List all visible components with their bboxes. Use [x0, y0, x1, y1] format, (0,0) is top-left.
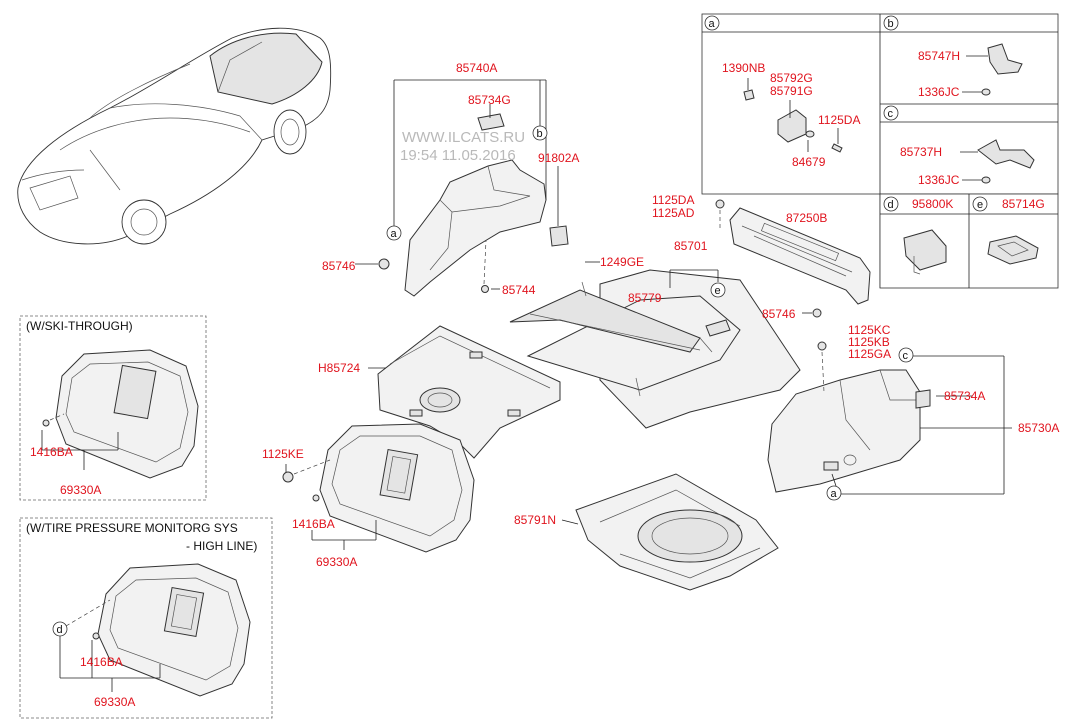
part-number-91802A[interactable]: 91802A	[538, 151, 579, 165]
part-number-1416BA-mid[interactable]: 1416BA	[292, 517, 335, 531]
part-number-85746-left[interactable]: 85746	[322, 259, 356, 273]
part-number-85734G[interactable]: 85734G	[468, 93, 511, 107]
inset-e-ref: e	[977, 199, 983, 211]
inset-e-ref-circle	[972, 196, 988, 212]
part-number-85734A[interactable]: 85734A	[944, 389, 985, 403]
part-number-85779[interactable]: 85779	[628, 291, 662, 305]
callout-c-right-circle	[898, 347, 914, 363]
trunk-side-trim-right	[767, 341, 1012, 495]
inset-c-85737H[interactable]: 85737H	[900, 145, 942, 159]
inset-a-ref-circle	[704, 15, 720, 31]
callout-b-left-circle	[532, 125, 548, 141]
part-number-85701[interactable]: 85701	[674, 239, 708, 253]
inset-a-parts	[743, 78, 843, 153]
inset-b-ref: b	[888, 18, 894, 30]
part-number-87250B[interactable]: 87250B	[786, 211, 827, 225]
inset-a-85791G[interactable]: 85791G	[770, 84, 813, 98]
seatback-cover-tpms	[59, 563, 251, 697]
inset-c-ref-circle	[883, 105, 899, 121]
inset-d-ref-circle	[883, 196, 899, 212]
inset-b-ref-circle	[883, 15, 899, 31]
callout-d-tpms-circle	[52, 621, 68, 637]
inset-b-1336JC[interactable]: 1336JC	[918, 85, 960, 99]
callout-e-tray-circle	[710, 282, 726, 298]
inset-c-ref: c	[888, 108, 894, 120]
part-number-69330A-tpms[interactable]: 69330A	[94, 695, 135, 709]
part-number-85744[interactable]: 85744	[502, 283, 536, 297]
seatback-cover-ski	[41, 349, 199, 479]
part-number-H85724[interactable]: H85724	[318, 361, 360, 375]
inset-b-85747H[interactable]: 85747H	[918, 49, 960, 63]
part-number-85740A[interactable]: 85740A	[456, 61, 497, 75]
part-number-1125KB[interactable]: 1125KB	[848, 335, 890, 349]
part-number-1125KE[interactable]: 1125KE	[262, 447, 304, 461]
inset-e-85714G[interactable]: 85714G	[1002, 197, 1045, 211]
inset-a-85792G[interactable]: 85792G	[770, 71, 813, 85]
part-number-1125KC[interactable]: 1125KC	[848, 323, 891, 337]
seatback-cover-mid	[282, 423, 475, 553]
inset-a-1390NB[interactable]: 1390NB	[722, 61, 765, 75]
part-number-69330A-ski[interactable]: 69330A	[60, 483, 101, 497]
inset-c-1336JC[interactable]: 1336JC	[918, 173, 960, 187]
inset-d-95800K[interactable]: 95800K	[912, 197, 953, 211]
variant-title-tpms-line-1: (W/TIRE PRESSURE MONITORG SYS	[26, 521, 238, 535]
variant-title-tpms-line-2: - HIGH LINE)	[186, 539, 257, 553]
leaders-left-trim	[355, 79, 600, 290]
part-number-1125GA[interactable]: 1125GA	[848, 347, 891, 361]
part-number-1249GE[interactable]: 1249GE	[600, 255, 644, 269]
part-number-1125DA[interactable]: 1125DA	[652, 193, 694, 207]
variant-title-ski-through: (W/SKI-THROUGH)	[26, 319, 133, 333]
part-number-85746-right[interactable]: 85746	[762, 307, 796, 321]
part-number-85791N[interactable]: 85791N	[514, 513, 556, 527]
part-number-1416BA-ski[interactable]: 1416BA	[30, 445, 73, 459]
trunk-rear-panel	[715, 199, 871, 318]
trunk-side-trim-left	[378, 113, 569, 297]
part-number-1416BA-tpms[interactable]: 1416BA	[80, 655, 123, 669]
inset-a-84679[interactable]: 84679	[792, 155, 826, 169]
callout-c-right: c	[903, 350, 909, 362]
part-number-1125AD[interactable]: 1125AD	[652, 206, 695, 220]
callout-a-right: a	[831, 488, 838, 500]
callout-e-tray: e	[715, 285, 721, 297]
trunk-floor-board	[509, 269, 801, 429]
callout-d-tpms: d	[57, 624, 63, 636]
inset-b-parts	[962, 43, 1023, 96]
inset-e-parts	[987, 235, 1039, 265]
ski-through-variant-box	[19, 315, 207, 501]
inset-a-ref: a	[709, 18, 716, 30]
spare-tire-tray	[561, 473, 779, 591]
inset-a-1125DA[interactable]: 1125DA	[818, 113, 860, 127]
package-tray	[368, 325, 561, 459]
callout-a-left-circle	[386, 225, 402, 241]
inset-d-ref: d	[888, 199, 894, 211]
part-number-85730A[interactable]: 85730A	[1018, 421, 1059, 435]
callout-b-left: b	[537, 128, 543, 140]
car-illustration	[17, 27, 332, 245]
inset-grid	[701, 13, 1059, 289]
watermark-line-2: 19:54 11.05.2016	[400, 147, 516, 164]
inset-d-parts	[903, 229, 947, 275]
part-number-69330A-mid[interactable]: 69330A	[316, 555, 357, 569]
callout-a-right-circle	[826, 485, 842, 501]
watermark-line-1: WWW.ILCATS.RU	[402, 129, 525, 146]
callout-a-left: a	[391, 228, 398, 240]
inset-c-parts	[960, 139, 1035, 184]
tpms-variant-box	[19, 517, 273, 719]
